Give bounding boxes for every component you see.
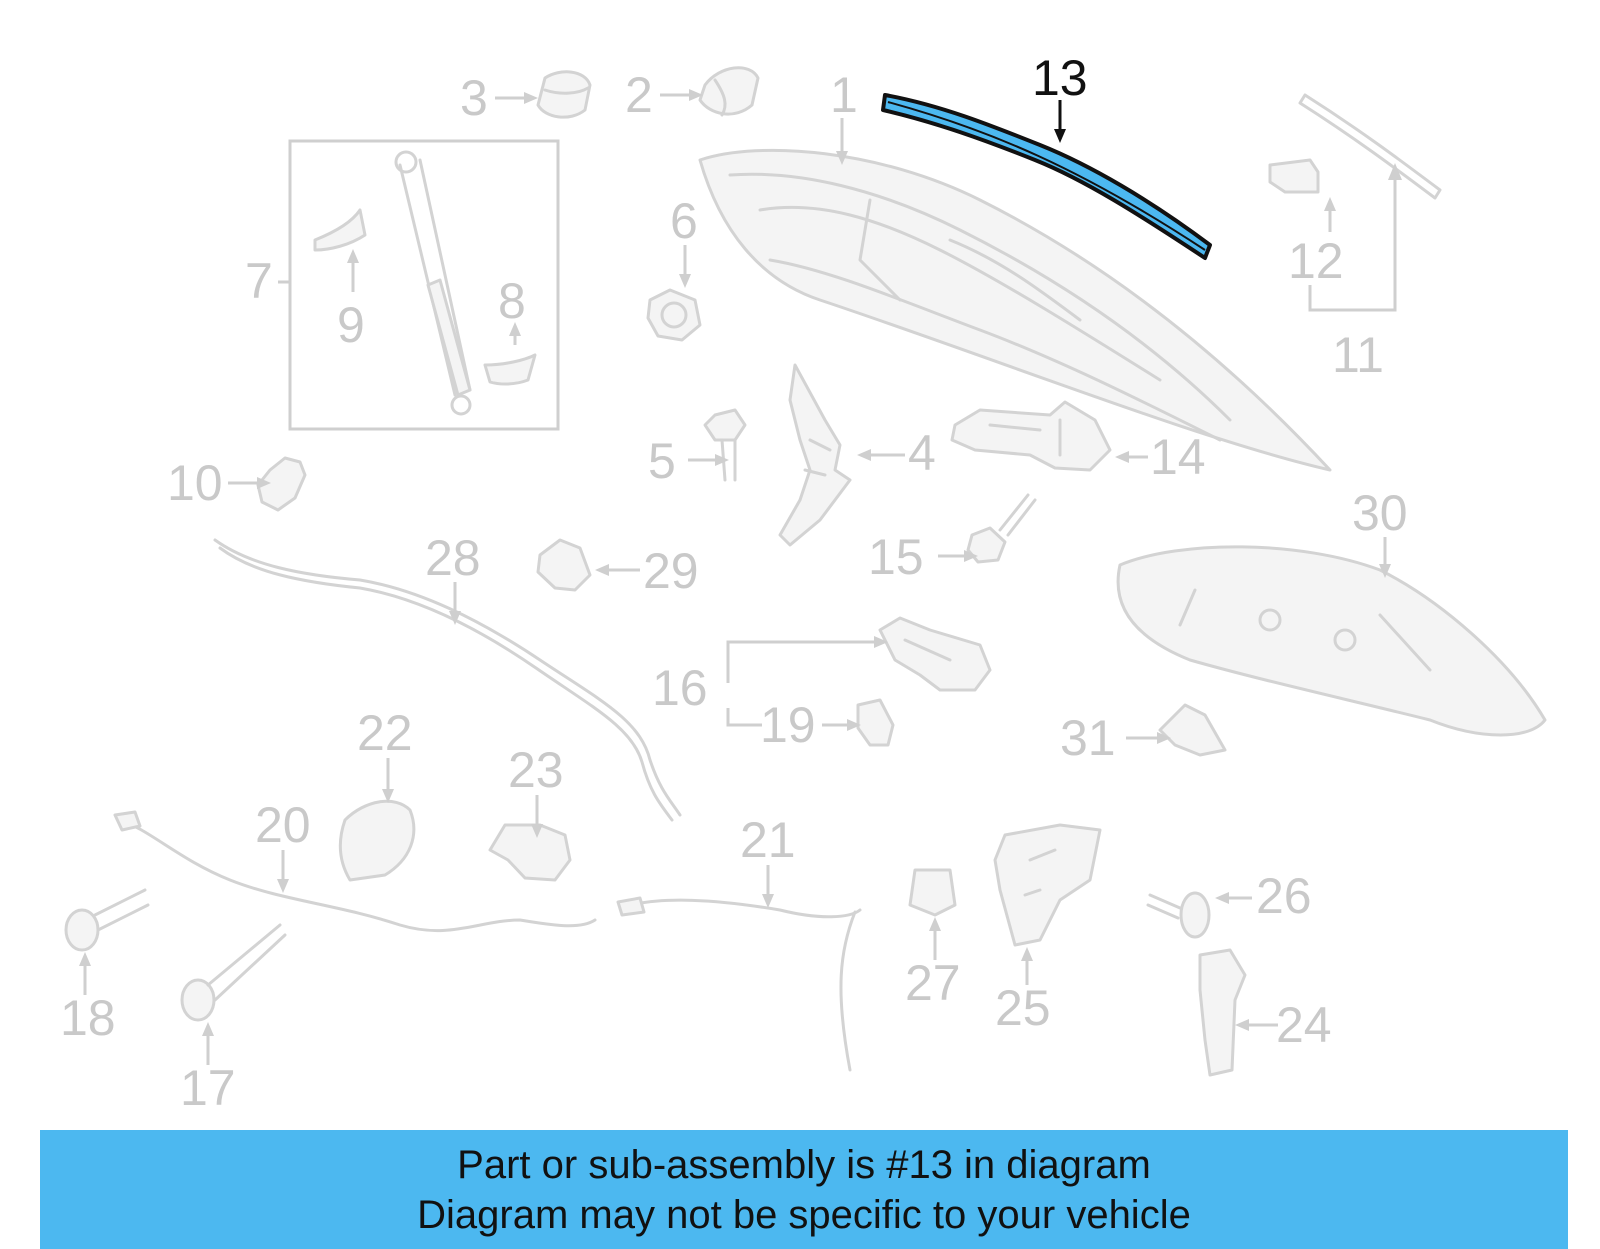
callout-18: 18 [60,990,116,1046]
callout-6: 6 [670,193,698,249]
part-24-bracket [1198,948,1247,1077]
callout-5: 5 [648,433,676,489]
callout-29: 29 [643,543,699,599]
part-28-rod [213,538,682,822]
callout-23: 23 [508,742,564,798]
leader-lines [79,89,1391,1065]
info-banner: Part or sub-assembly is #13 in diagram D… [40,1130,1568,1249]
callout-13: 13 [1032,50,1088,106]
banner-line-1: Part or sub-assembly is #13 in diagram [457,1143,1151,1187]
callout-15: 15 [868,529,924,585]
part-13-weatherstrip[interactable] [881,93,1212,260]
part-11-seal [1298,93,1442,312]
part-14-latch [950,400,1112,472]
part-31-bumper [1158,703,1227,757]
callout-28: 28 [425,530,481,586]
part-21-cable [616,896,862,1072]
callout-16: 16 [652,660,708,716]
part-8-bracket [483,353,537,386]
part-9-bracket [313,208,367,252]
callout-26: 26 [1256,868,1312,924]
callout-4: 4 [908,425,936,481]
callout-9: 9 [337,297,365,353]
callout-10: 10 [167,455,223,511]
part-20-cable [113,810,597,933]
part-7-kit [288,139,560,431]
part-30-insulator [1116,545,1547,737]
callout-17: 17 [180,1060,236,1116]
callout-20: 20 [255,797,311,853]
part-23-clip [488,823,572,882]
callout-3: 3 [460,70,488,126]
part-22-handle [338,799,416,882]
callout-8: 8 [498,273,526,329]
callout-2: 2 [625,67,653,123]
part-5-bolt [703,408,747,482]
part-2-bumper [698,66,760,117]
part-18-stud [64,888,150,952]
part-6-nut [646,288,702,342]
callout-30: 30 [1352,485,1408,541]
part-25-bracket [993,823,1102,947]
callout-19: 19 [760,697,816,753]
callout-31: 31 [1060,710,1116,766]
callout-22: 22 [357,705,413,761]
callout-11: 11 [1332,327,1384,383]
part-15-bolt [966,493,1037,564]
callout-12: 12 [1288,233,1344,289]
part-17-stud [180,923,287,1022]
part-1-hood [698,148,1332,472]
part-19-cover [856,698,895,747]
part-4-hinge [778,363,852,547]
callout-27: 27 [905,955,961,1011]
callout-21: 21 [740,812,796,868]
callout-25: 25 [995,980,1051,1036]
part-26-stud [1146,891,1211,939]
part-10-clip [256,456,307,512]
part-27-clip [908,868,957,917]
callout-14: 14 [1150,429,1206,485]
callout-1: 1 [830,67,858,123]
callout-labels: 1 2 3 4 5 6 7 8 9 10 11 12 13 14 15 16 1… [60,50,1408,1116]
part-3-bumper [536,70,592,119]
part-29-clip [536,538,592,592]
part-12-bracket [1268,158,1320,194]
part-16-latch [878,616,992,692]
callout-7: 7 [245,253,273,309]
callout-24: 24 [1276,997,1332,1053]
banner-line-2: Diagram may not be specific to your vehi… [417,1193,1191,1237]
